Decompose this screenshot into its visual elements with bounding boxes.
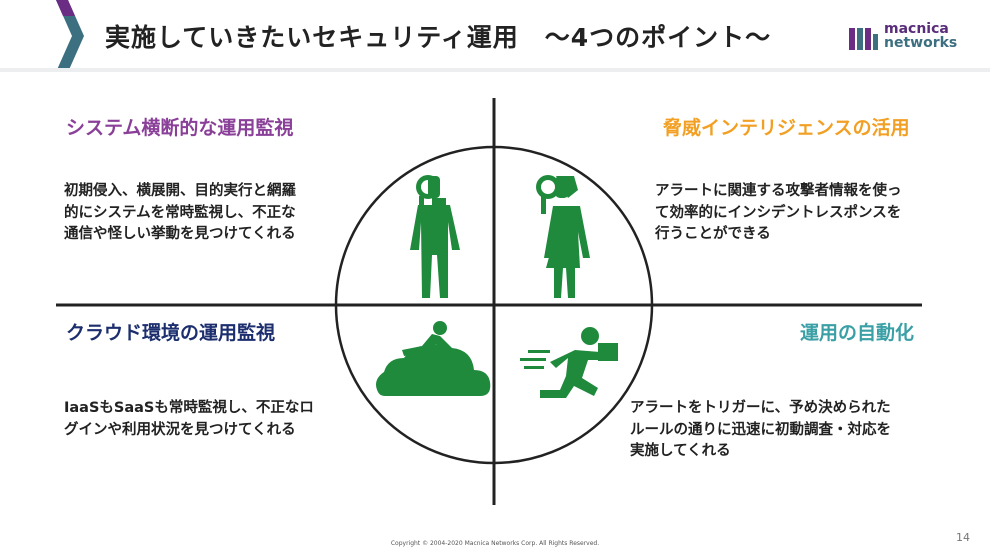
quadrant-body-threat-intel: アラートに関連する攻撃者情報を使っ て効率的にインシデントレスポンスを 行うこと… (655, 183, 902, 242)
quadrant-body-automation: アラートをトリガーに、予め決められた ルールの通りに迅速に初動調査・対応を 実施… (630, 400, 891, 459)
cloud-relax-icon (376, 321, 491, 396)
slide-title: 実施していきたいセキュリティ運用 ～4つのポイント～ (105, 23, 772, 52)
detective-woman-icon (536, 175, 590, 298)
running-delivery-icon (520, 327, 618, 398)
quadrant-body-cloud: IaaSもSaaSも常時監視し、不正なロ グインや利用状況を見つけてくれる (64, 400, 314, 438)
page-number: 14 (956, 531, 970, 544)
header-chevron-icon (56, 0, 84, 72)
header-divider (0, 68, 990, 72)
copyright-footer: Copyright © 2004-2020 Macnica Networks C… (390, 540, 600, 547)
quadrant-title-cloud: クラウド環境の運用監視 (66, 322, 276, 344)
company-logo: macnica networks (848, 22, 966, 54)
quadrant-title-threat-intel: 脅威インテリジェンスの活用 (663, 117, 910, 139)
slide-header: 実施していきたいセキュリティ運用 ～4つのポイント～ macnica netwo… (0, 0, 990, 72)
logo-text: macnica networks (884, 21, 958, 51)
quadrant-title-automation: 運用の自動化 (800, 322, 915, 344)
macnica-logo-icon (849, 28, 878, 50)
detective-man-icon (410, 175, 460, 298)
quadrant-body-monitoring: 初期侵入、横展開、目的実行と網羅 的にシステムを常時監視し、不正な 通信や怪しい… (64, 183, 296, 242)
quadrant-title-monitoring: システム横断的な運用監視 (66, 117, 294, 139)
